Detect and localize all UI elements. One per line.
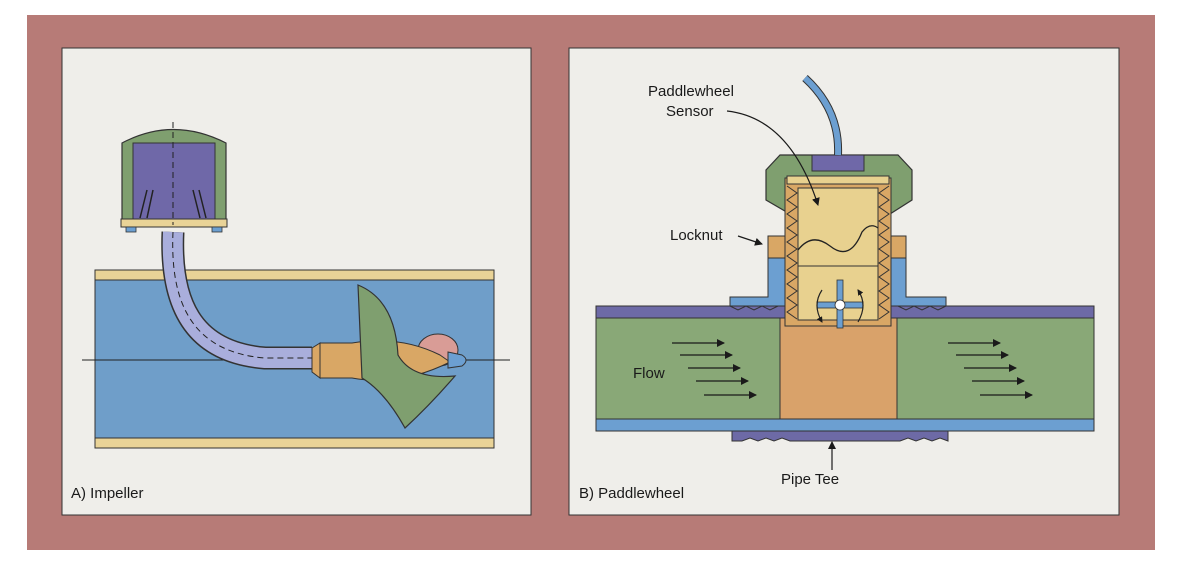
- sleeve-thread-left: [786, 185, 798, 320]
- housing-core: [132, 142, 216, 221]
- sensor-top-plate: [786, 175, 890, 185]
- cable-gland: [811, 154, 865, 172]
- pipe-top-wall: [94, 269, 495, 281]
- impeller-sensor-housing: [120, 122, 228, 233]
- housing-base-plate: [120, 218, 228, 228]
- impeller-blade: [357, 284, 457, 429]
- sensor-callout-line: [726, 110, 820, 206]
- housing-foot-right: [211, 226, 223, 233]
- tee-bottom-wall: [595, 418, 1095, 432]
- panel-b-caption: B) Paddlewheel: [579, 485, 684, 502]
- pipe-bottom-wall: [94, 437, 495, 449]
- label-paddlewheel-sensor-line2: Sensor: [666, 103, 714, 120]
- impeller-nose: [447, 351, 467, 369]
- panel-paddlewheel: Paddlewheel Sensor Locknut Flow Pipe Tee…: [568, 47, 1120, 516]
- housing-foot-left: [125, 226, 137, 233]
- sleeve-thread-right: [878, 185, 890, 320]
- tee-bottom-thread: [731, 430, 949, 442]
- locknut-callout-line: [737, 235, 763, 246]
- tee-center-chamber: [779, 317, 898, 420]
- flow-arrows-right: [948, 339, 1033, 399]
- branch-thread-right: [897, 305, 947, 311]
- sensor-break-line: [797, 225, 879, 253]
- impeller-cable: [161, 231, 312, 370]
- housing-detail-right-2: [192, 189, 201, 219]
- panel-a-caption: A) Impeller: [71, 485, 144, 502]
- label-flow: Flow: [633, 365, 665, 382]
- rotation-arrow-right: [857, 289, 864, 323]
- branch-thread-left: [729, 305, 779, 311]
- housing-detail-left-2: [146, 189, 154, 219]
- label-pipe-tee: Pipe Tee: [781, 471, 839, 488]
- impeller: [311, 284, 467, 429]
- rotation-arrow-left: [816, 289, 823, 323]
- cable-axis: [172, 231, 312, 359]
- housing-detail-right: [198, 189, 207, 219]
- flow-arrows-left: [672, 339, 757, 399]
- impeller-shaft-collar: [311, 342, 321, 379]
- paddlewheel-sensor: [784, 175, 892, 329]
- sensor-cable: [802, 75, 842, 156]
- paddlewheel: [816, 279, 864, 329]
- paddle-axle: [834, 299, 846, 311]
- label-locknut: Locknut: [670, 227, 723, 244]
- panel-impeller: A) Impeller: [61, 47, 532, 516]
- housing-detail-left: [139, 189, 148, 219]
- label-paddlewheel-sensor-line1: Paddlewheel: [648, 83, 734, 100]
